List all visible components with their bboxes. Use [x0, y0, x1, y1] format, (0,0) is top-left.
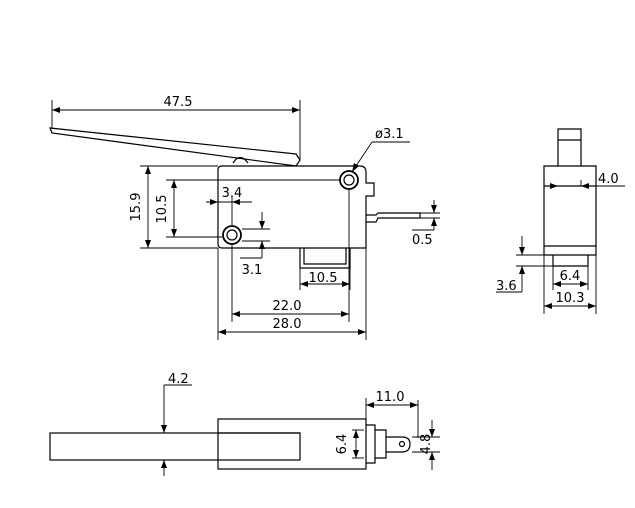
dim-terminal-thickness: 0.5: [412, 233, 433, 248]
dim-side-terminal-width: 6.4: [560, 269, 581, 284]
front-view: 47.5 ø3.1 15.9 10.5 3.4 3: [49, 95, 440, 340]
dim-overall-height: 15.9: [129, 193, 144, 222]
side-terminal: [552, 255, 589, 267]
terminal-side: [366, 212, 421, 223]
dim-body-length: 28.0: [273, 317, 302, 332]
switch-body: [217, 165, 375, 249]
dim-bottom-terminal-length: 11.0: [376, 390, 405, 405]
dim-hole-spacing-vertical: 10.5: [155, 195, 170, 224]
dim-side-body-width: 10.3: [556, 291, 585, 306]
bottom-lever: [49, 432, 301, 461]
dim-hole-spacing-horizontal: 22.0: [273, 299, 302, 314]
mount-hole-bottom: [222, 225, 242, 245]
dim-bottom-lever-width: 4.2: [168, 372, 189, 387]
dim-lever-length: 47.5: [164, 95, 193, 110]
dim-side-plunger-width: 4.0: [598, 172, 619, 187]
terminal-bottom: [299, 248, 351, 269]
dim-hole-offset-y: 3.1: [242, 263, 263, 278]
dim-side-terminal-offset: 3.6: [496, 279, 517, 294]
dim-bottom-body-width: 6.4: [335, 434, 350, 455]
dim-terminal-spacing: 10.5: [309, 271, 338, 286]
plunger: [557, 128, 582, 166]
mount-hole-top: [339, 170, 359, 190]
dim-hole-offset-x: 3.4: [222, 186, 243, 201]
side-body: [543, 165, 597, 256]
bottom-view: 4.2 11.0 6.4 4.8: [49, 372, 440, 476]
dim-bottom-terminal-width: 4.8: [419, 434, 434, 455]
bottom-body: [217, 418, 367, 470]
side-view: 4.0 6.4 3.6 10.3: [496, 128, 625, 314]
dim-mount-hole: ø3.1: [375, 127, 404, 142]
lever: [49, 127, 301, 167]
bottom-terminal: [386, 436, 411, 453]
